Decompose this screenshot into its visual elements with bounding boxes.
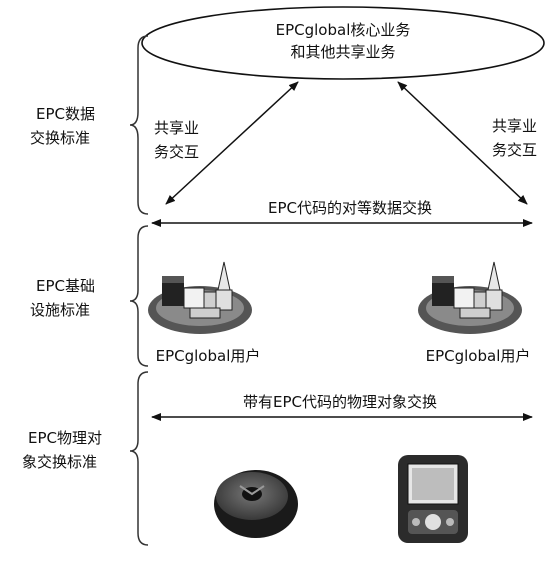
user-label-left: EPCglobal用户 bbox=[155, 347, 261, 365]
layer-label-infrastructure-l2: 设施标准 bbox=[30, 301, 91, 319]
layer-label-data-exchange-l1: EPC数据 bbox=[36, 105, 95, 123]
brace-infrastructure bbox=[129, 225, 149, 367]
shared-interaction-right-l1: 共享业 bbox=[492, 117, 538, 135]
core-service-line1: EPCglobal核心业务 bbox=[275, 21, 411, 39]
layer-label-physical-l1: EPC物理对 bbox=[28, 429, 102, 447]
layer-label-data-exchange-l2: 交换标准 bbox=[30, 129, 91, 147]
core-service-ellipse bbox=[141, 6, 545, 80]
peer-exchange-label: EPC代码的对等数据交换 bbox=[268, 199, 432, 217]
shared-interaction-left-l2: 务交互 bbox=[154, 143, 200, 161]
core-service-line2: 和其他共享业务 bbox=[290, 43, 396, 61]
arrow-shared-left bbox=[165, 81, 299, 205]
shared-interaction-right-l2: 务交互 bbox=[492, 141, 538, 159]
user-label-right: EPCglobal用户 bbox=[425, 347, 531, 365]
layer-label-infrastructure-l1: EPC基础 bbox=[36, 277, 95, 295]
layer-label-physical-l2: 象交换标准 bbox=[22, 453, 98, 471]
brace-physical-exchange bbox=[129, 371, 149, 546]
user-site-icon bbox=[148, 261, 252, 334]
layer-braces bbox=[129, 35, 149, 546]
arrow-shared-right bbox=[397, 81, 528, 205]
rfid-tag-icon bbox=[214, 470, 298, 538]
handheld-reader-icon bbox=[398, 455, 468, 543]
user-site-icon bbox=[418, 261, 522, 334]
shared-interaction-left-l1: 共享业 bbox=[154, 119, 200, 137]
physical-exchange-label: 带有EPC代码的物理对象交换 bbox=[243, 393, 437, 411]
brace-data-exchange bbox=[129, 35, 149, 215]
